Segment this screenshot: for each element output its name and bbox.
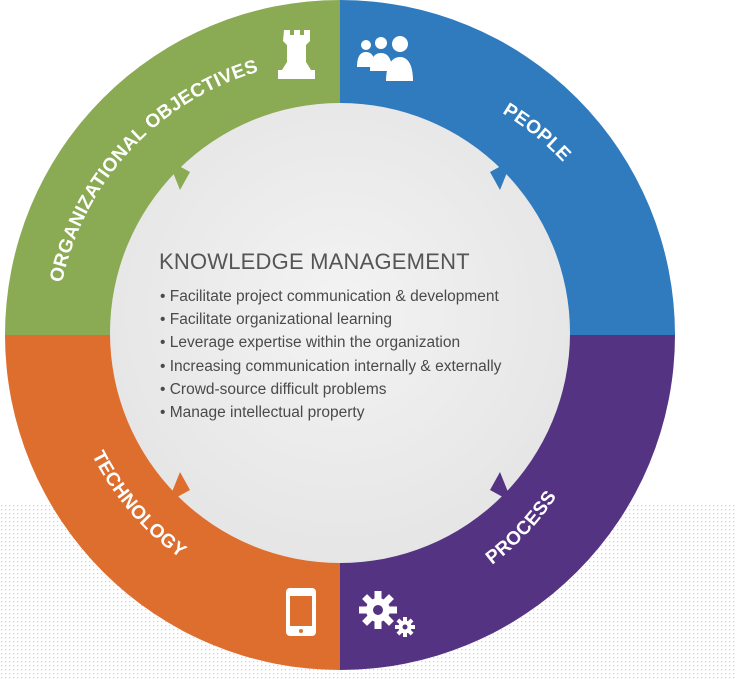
bullet-item: • Increasing communication internally & …: [160, 358, 502, 375]
arrow-people: [490, 160, 512, 190]
gears-icon: [359, 591, 415, 637]
bullet-item: • Manage intellectual property: [160, 404, 365, 421]
bullet-item: • Facilitate organizational learning: [160, 311, 392, 328]
smartphone-icon: [286, 588, 316, 636]
bullet-item: • Crowd-source difficult problems: [160, 381, 387, 398]
arrow-objectives: [168, 160, 190, 190]
arrow-technology: [168, 472, 190, 502]
bullet-item: • Leverage expertise within the organiza…: [160, 334, 460, 351]
center-circle: [110, 103, 570, 563]
rook-chess-icon: [278, 30, 315, 79]
people-group-icon: [357, 36, 413, 81]
arrow-process: [490, 472, 512, 502]
bullet-list: • Facilitate project communication & dev…: [160, 288, 502, 421]
bullet-item: • Facilitate project communication & dev…: [160, 288, 500, 305]
center-title: KNOWLEDGE MANAGEMENT: [159, 249, 470, 274]
